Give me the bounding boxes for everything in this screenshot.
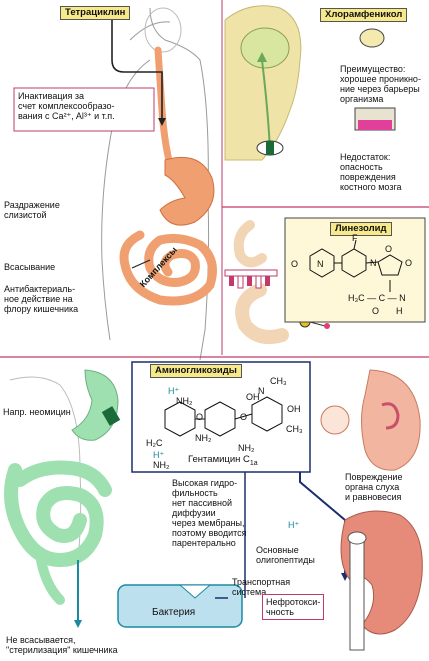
intestines	[119, 230, 217, 306]
linezolid-panel	[224, 217, 426, 344]
head-outline	[144, 7, 182, 53]
tetracycline-label: Тетрациклин	[60, 6, 131, 20]
nerve-icon	[359, 28, 385, 48]
linezolid-atom-o2: O	[405, 258, 413, 268]
hydrophilic-label: Высокая гидро- фильность нет пассивной д…	[172, 478, 247, 548]
linezolid-group-o: O	[372, 306, 380, 316]
absorption-label: Всасывание	[4, 262, 56, 272]
drawback-label: Недостаток: опасность повреждения костно…	[340, 152, 402, 192]
mol-h-plus-1: H⁺	[168, 386, 180, 396]
antibacterial-label: Антибактериаль- ное действие на флору ки…	[4, 284, 79, 314]
bacteria-label: Бактерия	[152, 607, 196, 618]
mol-nh2-1: NH₂	[176, 396, 193, 406]
linezolid-label: Линезолид	[330, 222, 392, 236]
mol-oh-1: OH	[246, 392, 260, 402]
nephrotoxicity-label: Нефротокси- чность	[262, 594, 325, 620]
nephron-tube	[349, 539, 365, 651]
mol-h-plus-2: H⁺	[153, 450, 165, 460]
mol-oh-2: OH	[287, 404, 301, 414]
not-absorbed-label: Не всасывается, "стерилизация" кишечника	[6, 635, 118, 655]
linezolid-atom-o1: O	[291, 259, 299, 269]
chloramphenicol-label: Хлорамфеникол	[320, 8, 408, 22]
inner-ear-icon	[320, 405, 350, 435]
advantage-label: Преимущество: хорошее проникно- ние чере…	[340, 64, 421, 104]
stomach	[159, 156, 215, 226]
gentamicin-label: Гентамицин C1a	[188, 454, 258, 467]
cell-shape-bottom	[235, 283, 289, 344]
tetracycline-body	[101, 7, 217, 361]
green-intestines	[4, 460, 112, 568]
chloramphenicol-panel	[222, 0, 429, 205]
drug-path-arrow	[111, 20, 163, 120]
cell-shape-top	[233, 220, 267, 268]
mol-nh2-4: NH₂	[238, 443, 255, 453]
neomycin-label: Напр. неомицин	[3, 407, 71, 417]
ribosome-bar	[224, 269, 278, 277]
brain	[240, 27, 290, 69]
linezolid-atom-n1: N	[317, 259, 324, 269]
oligo-h-plus: H⁺	[288, 520, 300, 530]
green-stomach	[71, 369, 119, 441]
aminoglycosides-label: Аминогликозиды	[150, 364, 242, 378]
mol-nh: N	[258, 386, 265, 396]
mol-o-1: O	[196, 412, 204, 422]
morpholine-ring	[309, 248, 335, 278]
bacterium-shape	[117, 584, 243, 628]
mol-ch3-1: CH₃	[270, 376, 287, 386]
linezolid-group: H₃C — C — N	[348, 293, 406, 303]
linezolid-group-h: H	[396, 306, 403, 316]
linezolid-atom-f: F	[352, 233, 358, 243]
aminoglycoside-panel	[4, 361, 423, 651]
ear-shape	[361, 369, 421, 471]
linezolid-atom-n2: N	[370, 258, 377, 268]
hearing-damage-label: Повреждение органа слуха и равновесия	[345, 472, 403, 502]
inactivation-label: Инактивация за счет комплексообразо- ван…	[18, 91, 115, 121]
esophagus	[154, 46, 174, 169]
mol-h2c: H₂C	[146, 438, 163, 448]
irritation-label: Раздражение слизистой	[4, 200, 60, 220]
oxazolidinone-ring	[377, 254, 403, 276]
linezolid-atom-o3: O	[385, 244, 393, 254]
gentamicin-structure-box	[131, 361, 311, 473]
absorption-arrow	[131, 259, 151, 269]
transport-label: Транспортная система	[232, 577, 291, 597]
mol-o-2: O	[240, 412, 248, 422]
mol-nh2-2: NH₂	[153, 460, 170, 470]
mol-ch3-2: CH₃	[286, 424, 303, 434]
mol-nh2-3: NH₂	[195, 433, 212, 443]
oligopeptides-label: Основные олигопептиды	[256, 545, 315, 565]
